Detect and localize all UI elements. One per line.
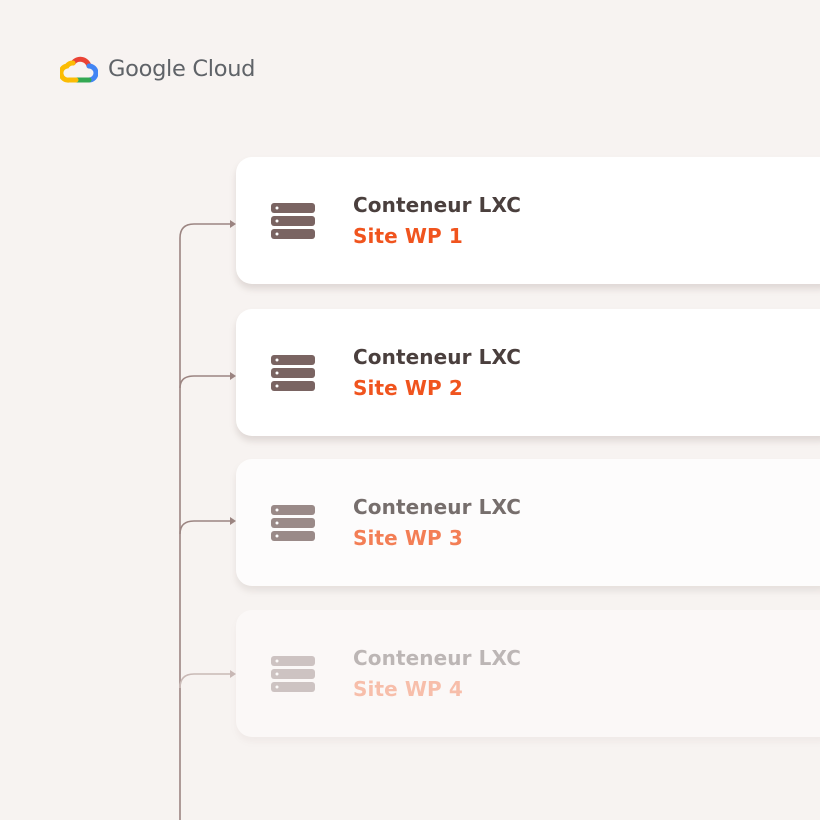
trunk-line [179, 223, 232, 820]
container-site-name: Site WP 3 [353, 526, 463, 550]
container-site-name: Site WP 4 [353, 677, 463, 701]
server-icon [271, 656, 315, 692]
container-card[interactable]: Conteneur LXC Site WP 2 [236, 309, 820, 436]
container-title: Conteneur LXC [353, 345, 522, 369]
container-site-name: Site WP 1 [353, 224, 463, 248]
google-cloud-logo: Google Cloud [60, 54, 255, 84]
server-icon [271, 203, 315, 239]
container-title: Conteneur LXC [353, 193, 522, 217]
container-title: Conteneur LXC [353, 495, 522, 519]
container-card[interactable]: Conteneur LXC Site WP 1 [236, 157, 820, 284]
branch-line [179, 673, 232, 689]
container-site-name: Site WP 2 [353, 376, 463, 400]
container-card[interactable]: Conteneur LXC Site WP 3 [236, 459, 820, 586]
server-icon [271, 505, 315, 541]
branch-line [179, 375, 232, 389]
branch-line [179, 520, 232, 535]
server-icon [271, 355, 315, 391]
container-card[interactable]: Conteneur LXC Site WP 4 [236, 610, 820, 737]
brand-name: Google Cloud [108, 56, 256, 82]
google-cloud-logo-icon [60, 56, 98, 83]
container-title: Conteneur LXC [353, 646, 522, 670]
